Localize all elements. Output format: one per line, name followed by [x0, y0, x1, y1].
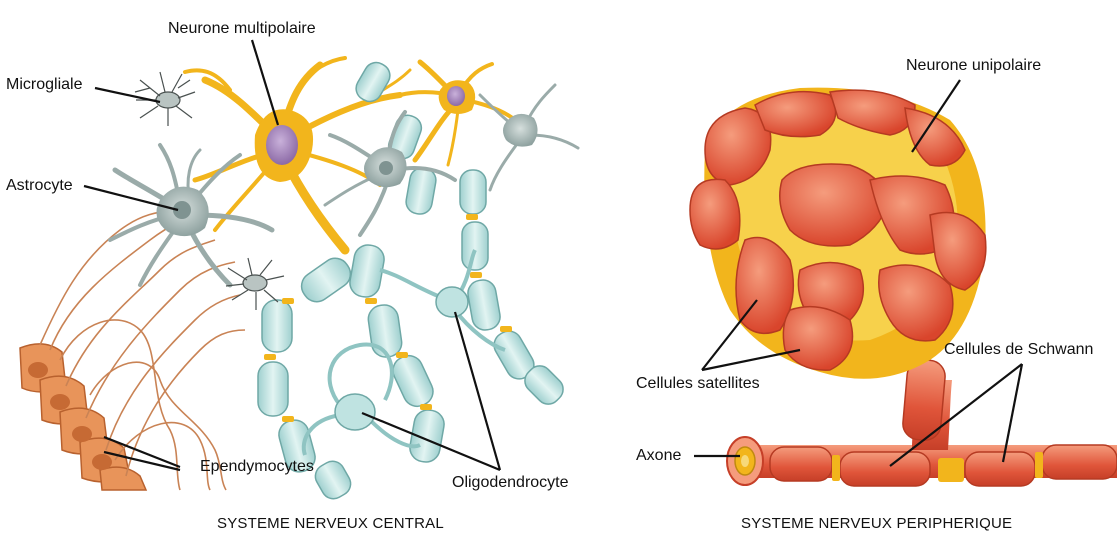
schwann-cells: [769, 359, 1117, 487]
peripheral-nodes: [832, 452, 1043, 482]
label-unipolar-neuron: Neurone unipolaire: [906, 57, 1042, 74]
label-schwann-cells: Cellules de Schwann: [944, 341, 1094, 358]
oligodendrocyte-cells: [301, 249, 506, 456]
label-oligodendrocyte: Oligodendrocyte: [452, 474, 569, 491]
leader-lines: [83, 39, 1024, 472]
microglia-cells: [134, 71, 285, 310]
label-ependymocytes: Ependymocytes: [200, 458, 314, 475]
ranvier-nodes: [264, 214, 512, 422]
caption-central: SYSTEME NERVEUX CENTRAL: [217, 515, 444, 532]
multipolar-neuron-cell: [183, 56, 517, 255]
label-astrocyte: Astrocyte: [6, 177, 73, 194]
caption-peripheral: SYSTEME NERVEUX PERIPHERIQUE: [741, 515, 1013, 532]
label-satellite-cells: Cellules satellites: [636, 375, 760, 392]
label-multipolar-neuron: Neurone multipolaire: [168, 20, 316, 37]
satellite-cells: [689, 89, 987, 371]
astrocyte-cells: [108, 83, 580, 288]
label-microglia: Microgliale: [6, 76, 83, 93]
label-axon: Axone: [636, 447, 682, 464]
